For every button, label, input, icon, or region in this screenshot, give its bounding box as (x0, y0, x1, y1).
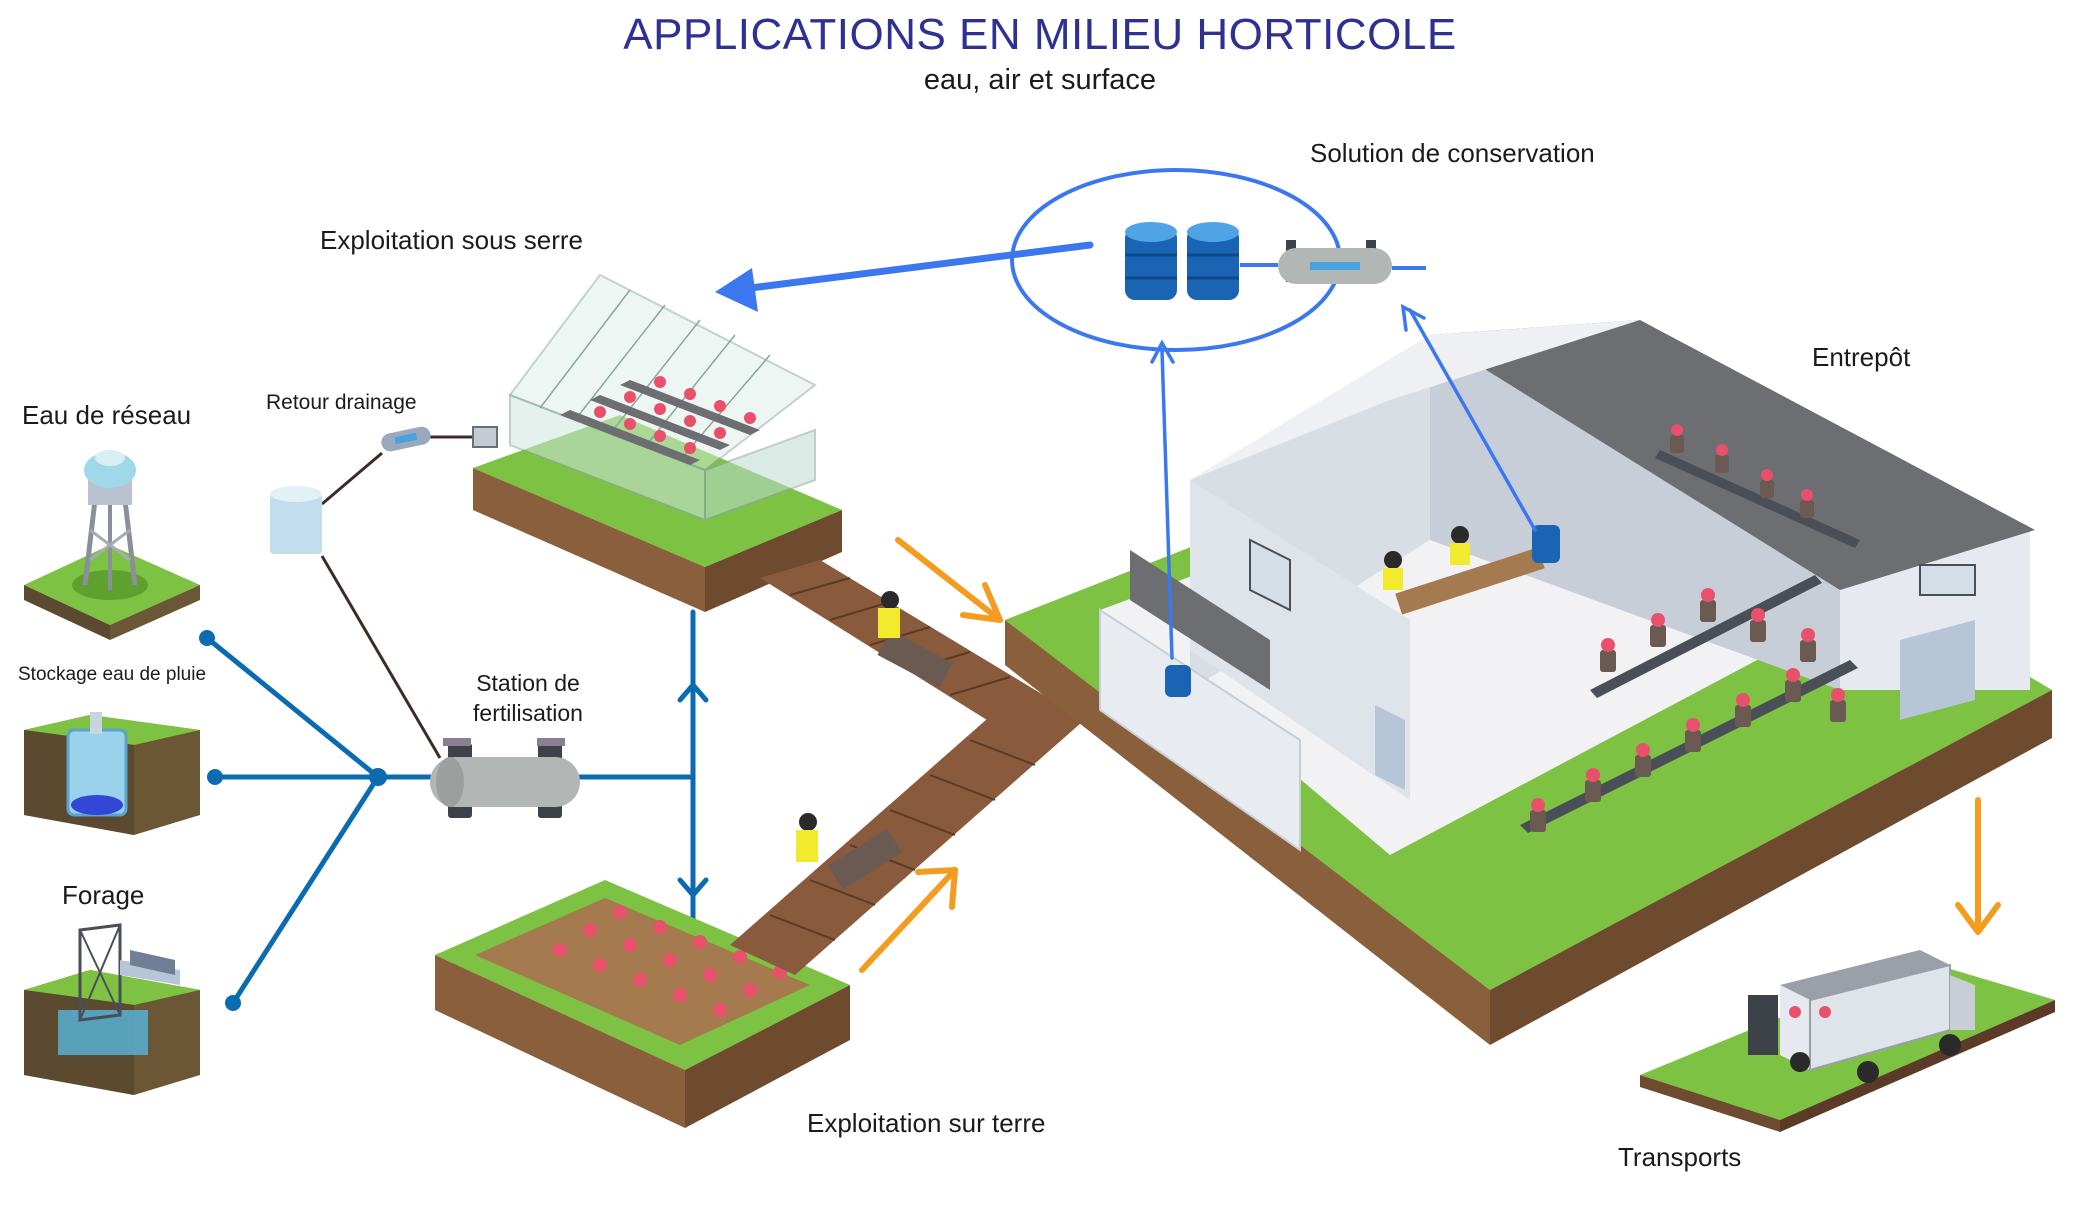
warehouse-icon (1005, 320, 2052, 1045)
conservation-arrows (715, 241, 1537, 660)
truck-icon (1640, 950, 2055, 1132)
fertilisation-station-icon (430, 738, 580, 818)
label-retour-drainage: Retour drainage (266, 391, 417, 414)
flow-arrows-orange (859, 537, 2001, 973)
label-forage: Forage (62, 880, 145, 910)
barrel-icon (1125, 222, 1239, 300)
label-entrepot: Entrepôt (1812, 342, 1911, 372)
label-transports: Transports (1618, 1142, 1742, 1172)
uv-reactor-icon (1240, 240, 1426, 284)
water-tower-icon (24, 450, 200, 640)
open-field-icon (435, 880, 850, 1128)
borehole-icon (24, 923, 200, 1095)
label-stockage-pluie: Stockage eau de pluie (18, 664, 207, 685)
label-station-2: fertilisation (473, 700, 583, 726)
page-subtitle: eau, air et surface (923, 64, 1157, 96)
distribution-pipes (204, 635, 693, 1006)
source-nodes (199, 630, 387, 1011)
page-title: APPLICATIONS EN MILIEU HORTICOLE (623, 10, 1457, 59)
rain-tank-icon (24, 712, 200, 835)
label-station-1: Station de (476, 670, 580, 696)
label-conservation: Solution de conservation (1310, 138, 1595, 168)
boardwalk-paths (730, 560, 1090, 975)
greenhouse-icon (473, 273, 842, 612)
label-serre: Exploitation sous serre (320, 225, 584, 255)
drainage-return-icon (270, 426, 498, 759)
vertical-supply-pipe (677, 609, 709, 928)
label-exploitation-terre: Exploitation sur terre (807, 1108, 1046, 1138)
label-eau-reseau: Eau de réseau (22, 400, 192, 430)
